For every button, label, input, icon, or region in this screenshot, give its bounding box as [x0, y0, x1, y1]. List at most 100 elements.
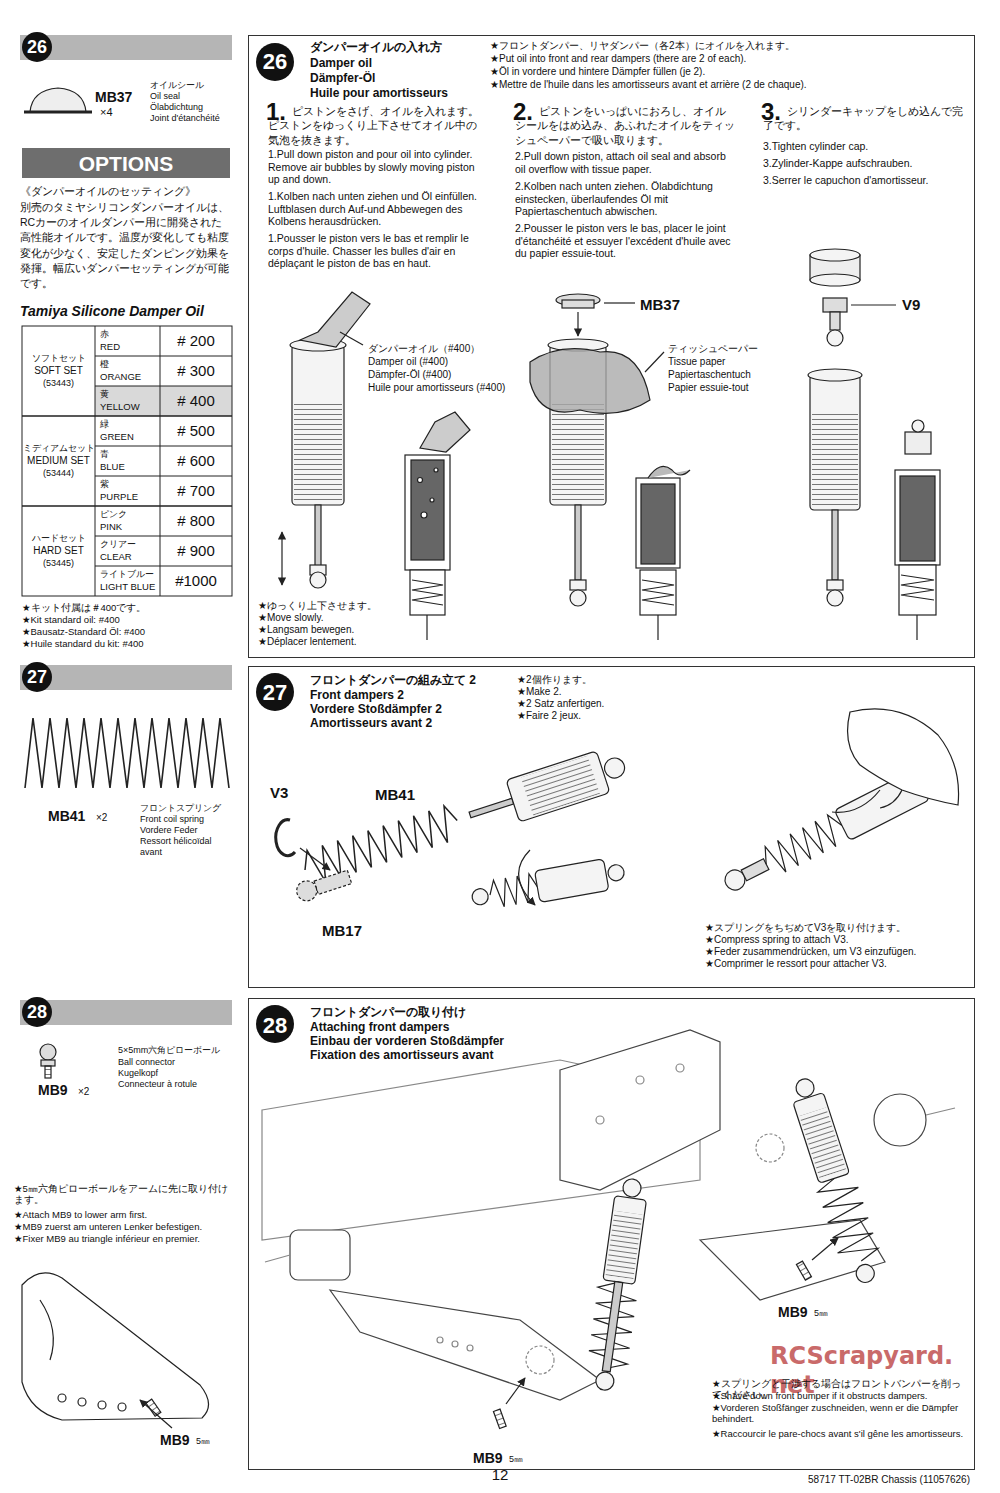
- table-cell: # 300: [163, 362, 229, 380]
- part-label: ★Langsam bewegen.: [258, 624, 418, 636]
- lower-arm-drawing: [78, 1398, 86, 1406]
- instruction-text: Ölabdichtung: [150, 102, 235, 113]
- damper-fill-drawing: [420, 412, 470, 452]
- table-cell: RED: [100, 341, 160, 352]
- damper-cap-drawing: [895, 470, 940, 565]
- table-cell: ソフトセット: [22, 353, 95, 363]
- oil-table: [95, 326, 160, 596]
- damper-seal-drawing: [552, 400, 604, 500]
- damper-fill-drawing: [340, 332, 363, 345]
- table-cell: # 600: [163, 452, 229, 470]
- header-bar: [256, 1005, 294, 1043]
- oil-seal-part: [24, 111, 92, 114]
- table-cell: GREEN: [100, 431, 160, 442]
- damper-assembly-drawing: [506, 751, 610, 822]
- damper-seal-drawing: [530, 294, 690, 640]
- header-bar: [256, 673, 294, 711]
- damper-seal-drawing: [648, 466, 690, 478]
- instruction-text: ★Vorderen Stoßfänger zuschneiden, wenn e…: [712, 1402, 970, 1425]
- instruction-text: ×4: [100, 106, 130, 119]
- table-cell: 黄: [100, 389, 160, 400]
- instruction-text: Tamiya Silicone Damper Oil: [20, 303, 232, 320]
- step-panel: 27フロントダンパーの組み立て 2Front dampers 2Vordere …: [248, 666, 975, 988]
- part-label: Dämpfer-Öl (#400): [368, 369, 528, 381]
- table-cell: # 700: [163, 482, 229, 500]
- damper-fill-drawing: [294, 400, 342, 500]
- instruction-text: オイルシール: [150, 80, 235, 91]
- damper-cap-drawing: [810, 375, 860, 510]
- part-label: MB9: [473, 1450, 509, 1467]
- lower-arm-drawing: [98, 1401, 106, 1409]
- damper-assembly-drawing: [314, 870, 352, 894]
- damper-fill-drawing: [430, 498, 434, 502]
- damper-seal-drawing: [636, 478, 680, 568]
- header-bar: [22, 662, 52, 692]
- damper-cap-drawing: [832, 510, 838, 580]
- parts-panel: 27MB41×2フロントスプリングFront coil springVorder…: [15, 663, 235, 863]
- damper-cap-drawing: [912, 420, 924, 432]
- lower-arm-drawing: [140, 1400, 172, 1428]
- part-label: 58717 TT-02BR Chassis (11057626): [720, 1474, 970, 1486]
- oil-table: [22, 416, 232, 506]
- instruction-text: ★2個作ります。: [517, 674, 667, 686]
- instruction-text: ×2: [96, 812, 121, 824]
- damper-cap-drawing: [901, 575, 934, 600]
- lower-arm-drawing: [22, 1273, 209, 1420]
- header-bar: [22, 148, 230, 178]
- damper-assembly-drawing: [848, 709, 959, 805]
- table-cell: #1000: [163, 572, 229, 590]
- damper-assembly-drawing: [299, 803, 462, 887]
- table-cell: ミディアムセット: [22, 443, 95, 453]
- table-cell: クリアー: [100, 539, 160, 550]
- table-cell: 青: [100, 449, 160, 460]
- damper-assembly-drawing: [299, 803, 462, 887]
- damper-assembly-drawing: [469, 856, 626, 914]
- part-label: ★Move slowly.: [258, 612, 418, 624]
- chassis-drawing: [467, 1345, 473, 1351]
- instruction-text: ★Make 2.: [517, 686, 667, 698]
- step-number: 27: [256, 680, 294, 706]
- part-label: Damper oil (#400): [368, 356, 528, 368]
- oil-table: [22, 326, 232, 596]
- instruction-text: Amortisseurs avant 2: [310, 716, 510, 730]
- damper-assembly-drawing: [759, 811, 849, 878]
- table-cell: PURPLE: [100, 491, 160, 502]
- damper-fill-drawing: [405, 455, 450, 570]
- front-damper-drawing: [799, 1107, 846, 1177]
- table-cell: # 800: [163, 512, 229, 530]
- table-cell: ピンク: [100, 509, 160, 520]
- front-damper-drawing: [506, 1378, 525, 1404]
- table-cell: # 400: [163, 392, 229, 410]
- front-damper-drawing: [493, 1073, 887, 1428]
- damper-fill-drawing: [281, 532, 282, 585]
- part-label: ★Feder zusammendrücken, um V3 einzufügen…: [705, 946, 970, 958]
- table-cell: MEDIUM SET: [22, 455, 95, 467]
- instruction-text: avant: [140, 847, 235, 858]
- part-label: Papiertaschentuch: [668, 369, 798, 381]
- ball-connector-part: [45, 1066, 51, 1078]
- part-label: 5㎜: [814, 1308, 839, 1319]
- damper-assembly-drawing: [471, 887, 490, 906]
- instruction-text: Ball connector: [118, 1057, 233, 1068]
- instruction-text: Huile pour amortisseurs: [310, 86, 490, 100]
- front-damper-drawing: [796, 1261, 811, 1280]
- damper-seal-drawing: [604, 302, 635, 303]
- lower-arm-drawing: [40, 1300, 53, 1360]
- options-panel: OPTIONS《ダンパーオイルのセッティング》別売のタミヤシリコンダンパーオイル…: [15, 146, 235, 651]
- instruction-text: ★Attach MB9 to lower arm first.: [14, 1209, 232, 1220]
- oil-table: [95, 356, 232, 566]
- damper-assembly-drawing: [534, 859, 608, 903]
- table-cell: CLEAR: [100, 551, 160, 562]
- damper-seal-drawing: [575, 505, 581, 580]
- header-bar: [22, 32, 52, 62]
- damper-cap-drawing: [830, 312, 840, 330]
- instruction-text: シリンダーキャップをしめ込んで完了です。: [763, 104, 963, 133]
- parts-panel: 28MB9×25×5mm六角ピローボールBall connectorKugelk…: [10, 998, 235, 1453]
- lower-arm-drawing: [58, 1394, 66, 1402]
- part-label: 12: [480, 1466, 520, 1484]
- table-cell: (53445): [22, 558, 95, 569]
- damper-assembly-drawing: [832, 790, 902, 812]
- damper-cap-drawing: [899, 565, 936, 615]
- table-cell: (53444): [22, 468, 95, 479]
- front-damper-drawing: [603, 1196, 647, 1285]
